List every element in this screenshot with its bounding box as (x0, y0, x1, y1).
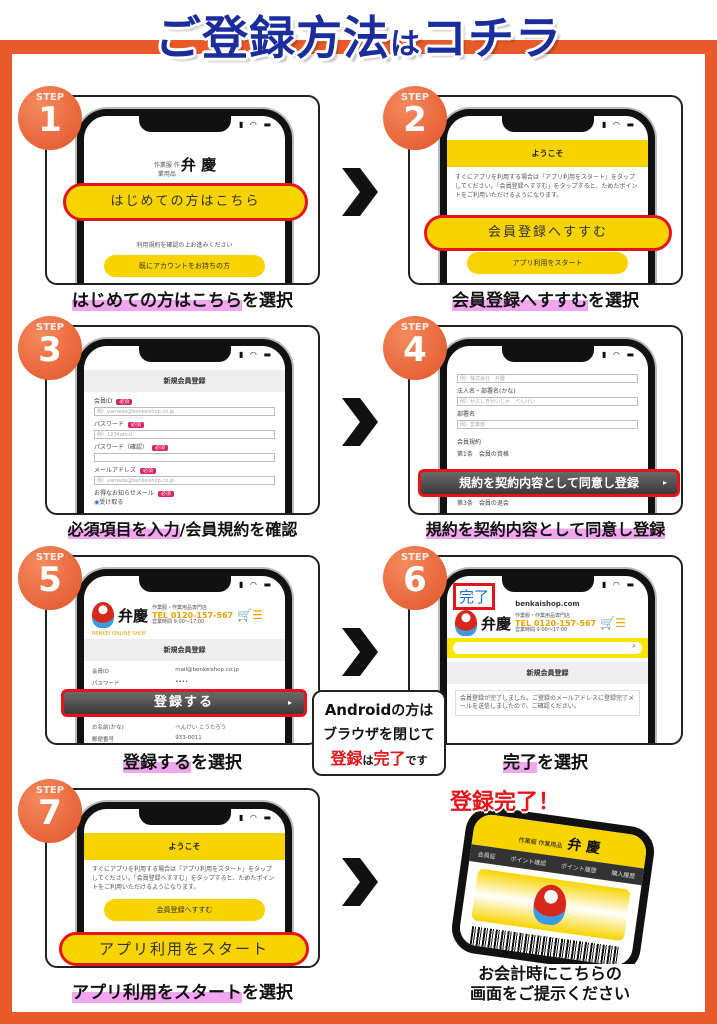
mascot-icon (455, 610, 477, 636)
existing-account-button[interactable]: 既にアカウントをお持ちの方 (104, 254, 265, 277)
orange-frame (0, 40, 717, 1024)
step-7-caption: アプリ利用をスタートを選択 (72, 983, 293, 1003)
chevron-right-icon (342, 398, 378, 446)
nav-purchase-history[interactable]: 購入履歴 (610, 869, 636, 881)
final-caption: お会計時にこちらの画面をご提示ください (420, 964, 680, 1004)
nav-member-card[interactable]: 会員証 (477, 851, 496, 861)
step-1-card: ▮ ◠ ▬ 作業服 作業用品弁 慶 利用規約を確認の上お進みください 既にアカウ… (45, 95, 320, 285)
url-bar[interactable]: benkaishop.com (515, 600, 580, 608)
proceed-register-button[interactable]: 会員登録へすすむ (104, 899, 265, 921)
step-4-caption: 規約を契約内容として同意し登録 (425, 520, 666, 539)
mascot-icon (92, 602, 114, 628)
cart-icon[interactable]: 🛒☰ (237, 608, 263, 622)
step-7-card: ▮ ◠ ▬ ようこそ すぐにアプリを利用する場合は「アプリ利用をスタート」をタッ… (45, 788, 320, 968)
status-icons: ▮ ◠ ▬ (238, 120, 273, 129)
step-4-card: ▮ ◠ ▬ 例）株式会社 弁慶 法人名・部署名(かな)例）かぶしきがいしゃ べん… (408, 325, 683, 515)
step-5-caption: 登録するを選択 (123, 753, 242, 773)
password-confirm-input[interactable] (94, 453, 275, 462)
step-2-card: ▮ ◠ ▬ ようこそ すぐにアプリを利用する場合は「アプリ利用をスタート」をタッ… (408, 95, 683, 285)
registration-complete-headline: 登録完了！ (450, 790, 561, 815)
password-input[interactable]: 例）1234abcd (94, 430, 275, 439)
newsletter-radio[interactable]: ◉受け取る (94, 499, 124, 506)
proceed-register-button[interactable]: 会員登録へすすむ (424, 215, 672, 251)
step-3-caption: 必須項目を入力/会員規約を確認 (67, 520, 298, 539)
page-title: ご登録方法はコチラ (155, 11, 562, 65)
chevron-right-icon (342, 168, 378, 216)
mascot-icon (531, 882, 569, 927)
step-6-caption: 完了を選択 (503, 753, 588, 773)
android-note: Androidの方は ブラウザを閉じて 登録は完了です (312, 690, 446, 776)
email-input[interactable]: 例）yamada@benkeishop.co.jp (94, 476, 275, 485)
done-button[interactable]: 完了 (453, 583, 496, 610)
start-app-button[interactable]: アプリ利用をスタート (467, 252, 628, 274)
member-card-phone: 作業服 作業用品 弁 慶 会員証ポイント確認ポイント履歴購入履歴 (448, 803, 658, 977)
chevron-right-icon (342, 858, 378, 906)
search-input[interactable]: ⌕ (453, 642, 642, 654)
member-id-input[interactable]: 例）yamada@benkeishop.co.jp (94, 407, 275, 416)
start-app-button[interactable]: アプリ利用をスタート (59, 932, 309, 966)
chevron-right-icon (342, 628, 378, 676)
first-time-button[interactable]: はじめての方はこちら (63, 183, 308, 221)
step-1-caption: はじめての方はこちらを選択 (72, 291, 293, 311)
search-icon: ⌕ (632, 642, 636, 650)
step-2-caption: 会員登録へすすむを選択 (452, 291, 639, 311)
nav-points[interactable]: ポイント確認 (509, 855, 547, 868)
logo: 弁 慶 (180, 156, 217, 174)
agree-register-button[interactable]: 規約を契約内容として同意し登録▸ (418, 469, 680, 497)
register-button[interactable]: 登録する▸ (61, 689, 307, 717)
cart-icon[interactable]: 🛒☰ (600, 616, 626, 630)
phone-mockup: ▮ ◠ ▬ ようこそ すぐにアプリを利用する場合は「アプリ利用をスタート」をタッ… (440, 109, 655, 283)
nav-point-history[interactable]: ポイント履歴 (560, 862, 598, 875)
